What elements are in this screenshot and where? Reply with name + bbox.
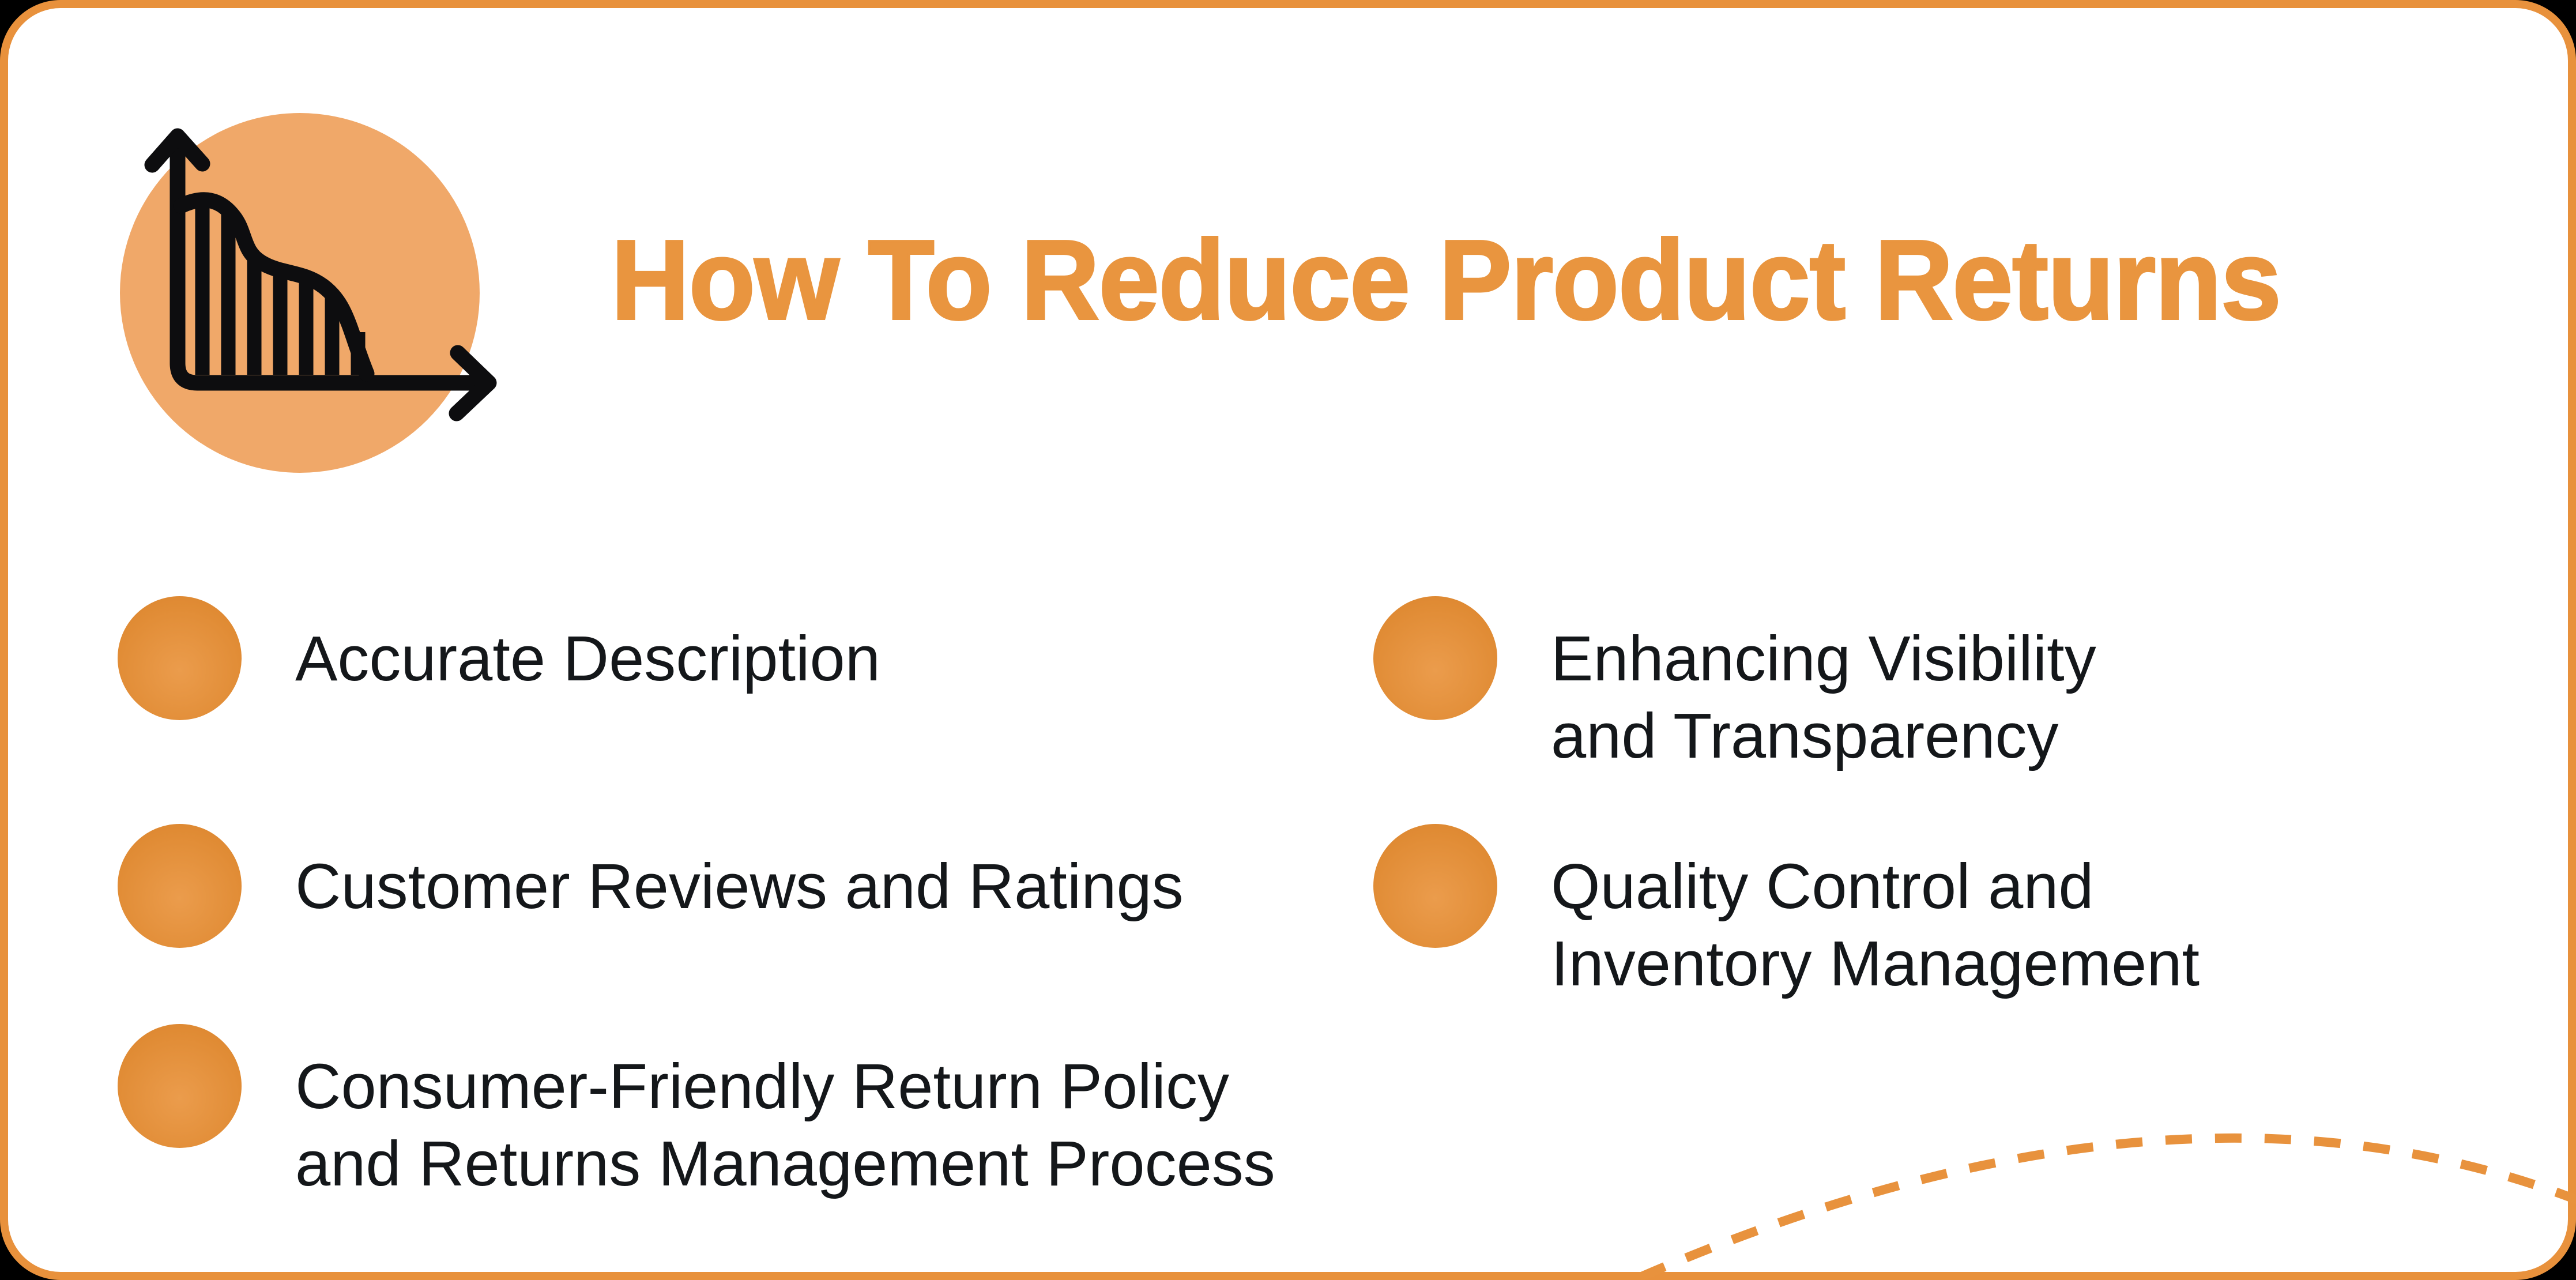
list-item-line: and Returns Management Process <box>295 1128 1275 1199</box>
list-item-line: and Transparency <box>1551 701 2059 771</box>
list-item: Accurate Description <box>118 596 1328 838</box>
list-item-text: Quality Control and Inventory Management <box>1551 848 2200 1003</box>
list-item: Customer Reviews and Ratings <box>118 824 1328 1066</box>
list-item-text: Customer Reviews and Ratings <box>295 848 1184 925</box>
bullet-dot <box>1373 596 1497 720</box>
list-item-line: Accurate Description <box>295 623 880 694</box>
decline-curve <box>173 192 375 382</box>
chart-badge <box>120 113 497 473</box>
list-item: Enhancing Visibility and Transparency <box>1373 596 2576 838</box>
list-item-text: Accurate Description <box>295 620 880 698</box>
bullet-dot <box>118 596 242 720</box>
x-axis-arrow <box>449 345 497 421</box>
bullet-dot <box>118 1024 242 1148</box>
list-item-line: Consumer-Friendly Return Policy <box>295 1051 1229 1122</box>
list-item-line: Inventory Management <box>1551 928 2200 999</box>
list-item-line: Customer Reviews and Ratings <box>295 851 1184 922</box>
list-item: Consumer-Friendly Return Policy and Retu… <box>118 1024 1328 1266</box>
y-axis-arrow <box>144 128 210 173</box>
list-item-line: Enhancing Visibility <box>1551 623 2096 694</box>
list-item-line: Quality Control and <box>1551 851 2094 922</box>
chart-axes <box>170 130 492 391</box>
declining-chart-icon <box>144 128 497 421</box>
chart-bars <box>195 202 366 375</box>
bullet-dot <box>1373 824 1497 948</box>
list-item-text: Consumer-Friendly Return Policy and Retu… <box>295 1048 1275 1203</box>
bullet-dot <box>118 824 242 948</box>
list-item-text: Enhancing Visibility and Transparency <box>1551 620 2096 775</box>
list-item: Quality Control and Inventory Management <box>1373 824 2576 1066</box>
page-title: How To Reduce Product Returns <box>610 217 2283 343</box>
